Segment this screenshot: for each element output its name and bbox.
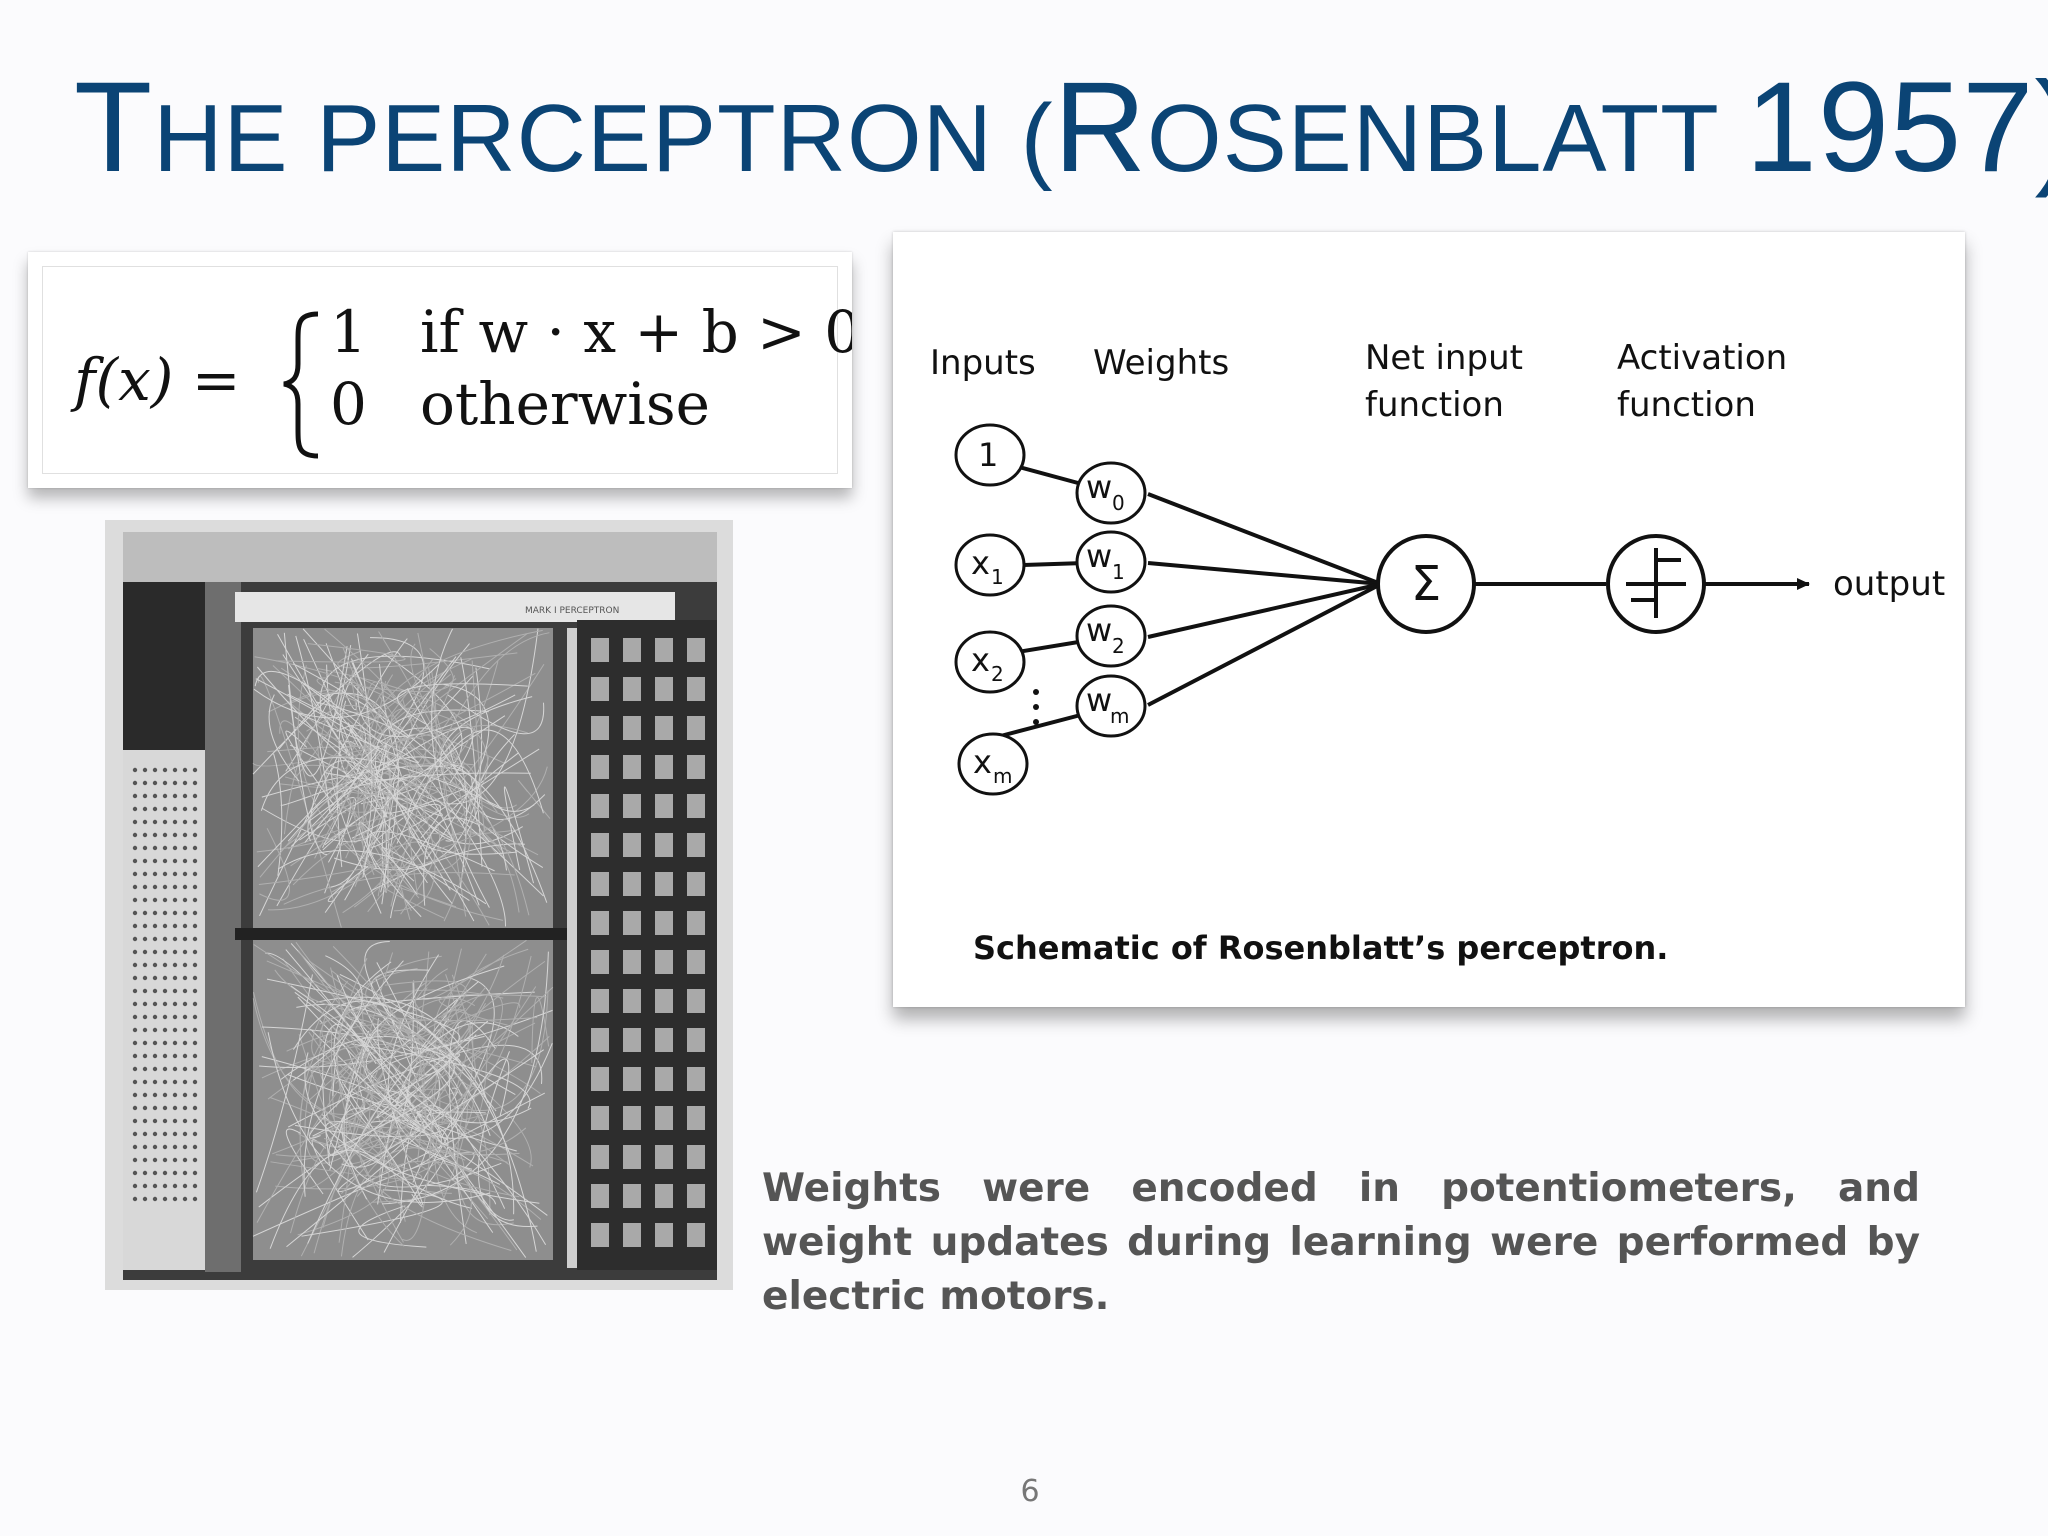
- formula-case2-condition: otherwise: [420, 370, 710, 438]
- weight-label: w: [1086, 681, 1112, 719]
- formula: f(x) = 1 if w · x + b > 0 0 otherwise: [28, 252, 852, 488]
- header-net-function: function: [1365, 385, 1504, 425]
- formula-case1-condition: if w · x + b > 0: [420, 298, 852, 366]
- title-part: HE PERCEPTRON (: [153, 85, 1053, 192]
- input-label: x: [971, 544, 990, 582]
- perceptron-schematic: Inputs Weights Net input function Activa…: [893, 232, 1965, 1007]
- formula-lhs: f(x) =: [70, 346, 240, 414]
- formula-brace: [284, 314, 318, 456]
- weight-subscript: 0: [1112, 491, 1125, 515]
- photo-drawing: MARK I PERCEPTRON: [105, 520, 733, 1290]
- ellipsis-dots: [1033, 689, 1039, 725]
- weight-subscript: 1: [1112, 560, 1125, 584]
- sigma-symbol: Σ: [1411, 556, 1441, 612]
- input-label: x: [971, 641, 990, 679]
- title-part: T: [74, 56, 153, 199]
- mark-i-perceptron-photo: MARK I PERCEPTRON: [105, 520, 733, 1290]
- title-part: R: [1054, 56, 1147, 199]
- input-subscript: m: [993, 764, 1012, 788]
- formula-case1-value: 1: [330, 298, 367, 366]
- weight-label: w: [1086, 537, 1112, 575]
- title-part: OSENBLATT: [1147, 85, 1746, 192]
- output-label: output: [1833, 564, 1945, 604]
- schematic-card: Inputs Weights Net input function Activa…: [893, 232, 1965, 1007]
- input-node: [956, 535, 1024, 595]
- page-number: 6: [1000, 1474, 1060, 1509]
- input-label: 1: [978, 436, 998, 474]
- weight-subscript: m: [1110, 704, 1129, 728]
- note-text: Weights were encoded in potentiometers, …: [762, 1162, 1920, 1324]
- input-label: x: [973, 743, 992, 781]
- weight-label: w: [1086, 468, 1112, 506]
- input-subscript: 1: [991, 565, 1004, 589]
- header-activation: Activation: [1617, 338, 1787, 378]
- header-weights: Weights: [1093, 343, 1229, 383]
- slide-title: THE PERCEPTRON (ROSENBLATT 1957): [74, 58, 2048, 199]
- weight-label: w: [1086, 611, 1112, 649]
- input-subscript: 2: [991, 662, 1004, 686]
- header-inputs: Inputs: [930, 343, 1036, 383]
- title-part: 1957): [1746, 56, 2048, 199]
- weight-subscript: 2: [1112, 634, 1125, 658]
- panel-label: MARK I PERCEPTRON: [525, 606, 619, 616]
- input-node: [956, 632, 1024, 692]
- formula-case2-value: 0: [330, 370, 367, 438]
- header-net-input: Net input: [1365, 338, 1523, 378]
- schematic-caption: Schematic of Rosenblatt’s perceptron.: [973, 929, 1668, 967]
- formula-card: f(x) = 1 if w · x + b > 0 0 otherwise: [28, 252, 852, 488]
- header-activation-function: function: [1617, 385, 1756, 425]
